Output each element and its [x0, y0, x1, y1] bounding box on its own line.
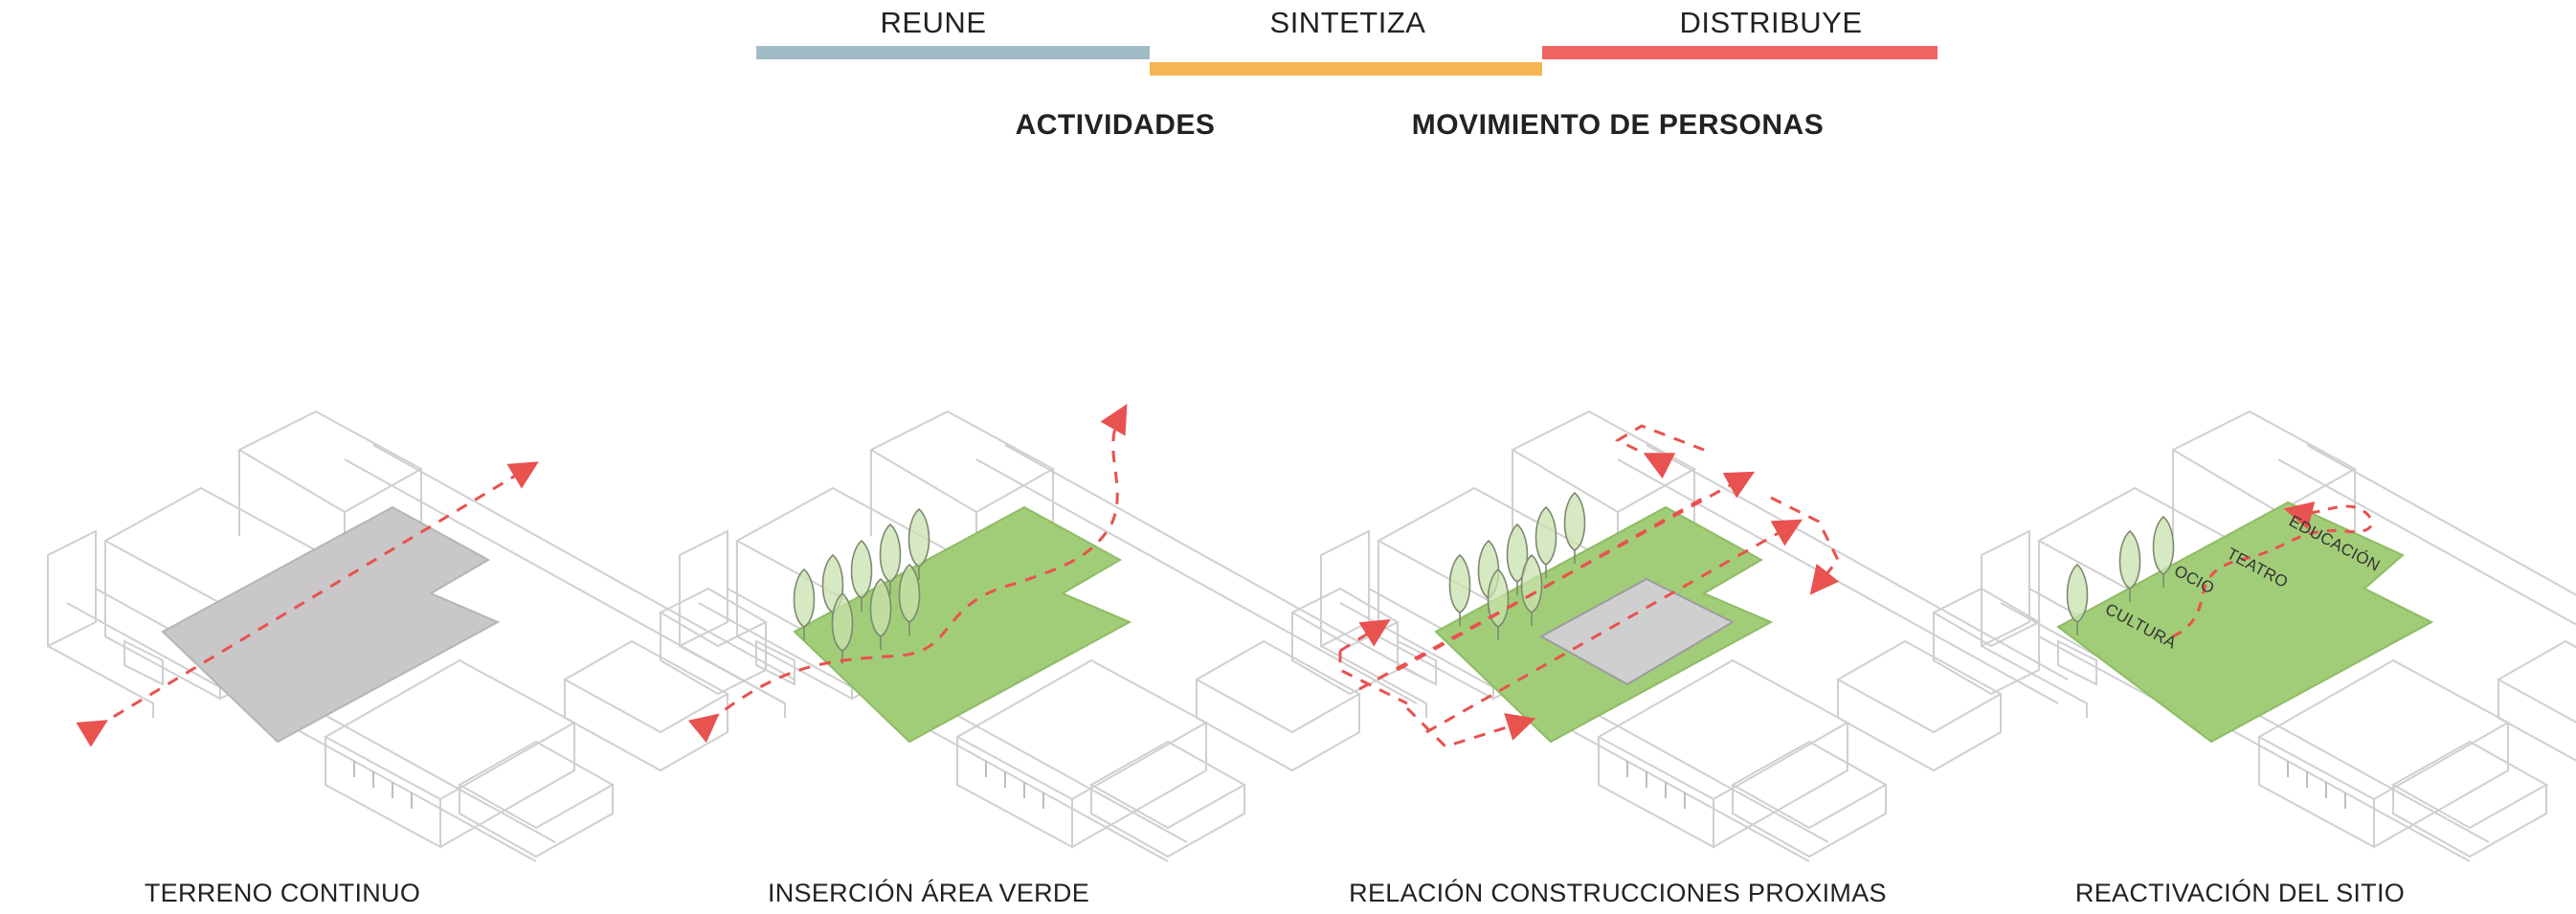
phase-bar-sintetiza — [1150, 62, 1542, 76]
caption-terreno-continuo: TERRENO CONTINUO — [144, 879, 421, 907]
phase-bar-reune — [756, 46, 1150, 59]
concept-movimiento: MOVIMIENTO DE PERSONAS — [1411, 109, 1825, 141]
panel-4-reactivacion — [1981, 411, 2576, 862]
caption-insercion-area-verde: INSERCIÓN ÁREA VERDE — [767, 879, 1090, 907]
phase-label-reune: REUNE — [880, 6, 987, 39]
panel-2-area-verde — [679, 403, 1427, 862]
phase-label-distribuye: DISTRIBUYE — [1679, 6, 1863, 39]
panel-1-terreno — [47, 411, 795, 862]
panel-3-relacion — [1320, 411, 2069, 862]
caption-reactivacion-sitio: REACTIVACIÓN DEL SITIO — [2074, 879, 2406, 907]
phase-label-sintetiza: SINTETIZA — [1269, 6, 1426, 39]
caption-relacion-construcciones: RELACIÓN CONSTRUCCIONES PROXIMAS — [1349, 879, 1887, 907]
concept-actividades: ACTIVIDADES — [1015, 109, 1216, 141]
phase-bar-distribuye — [1542, 46, 1938, 59]
